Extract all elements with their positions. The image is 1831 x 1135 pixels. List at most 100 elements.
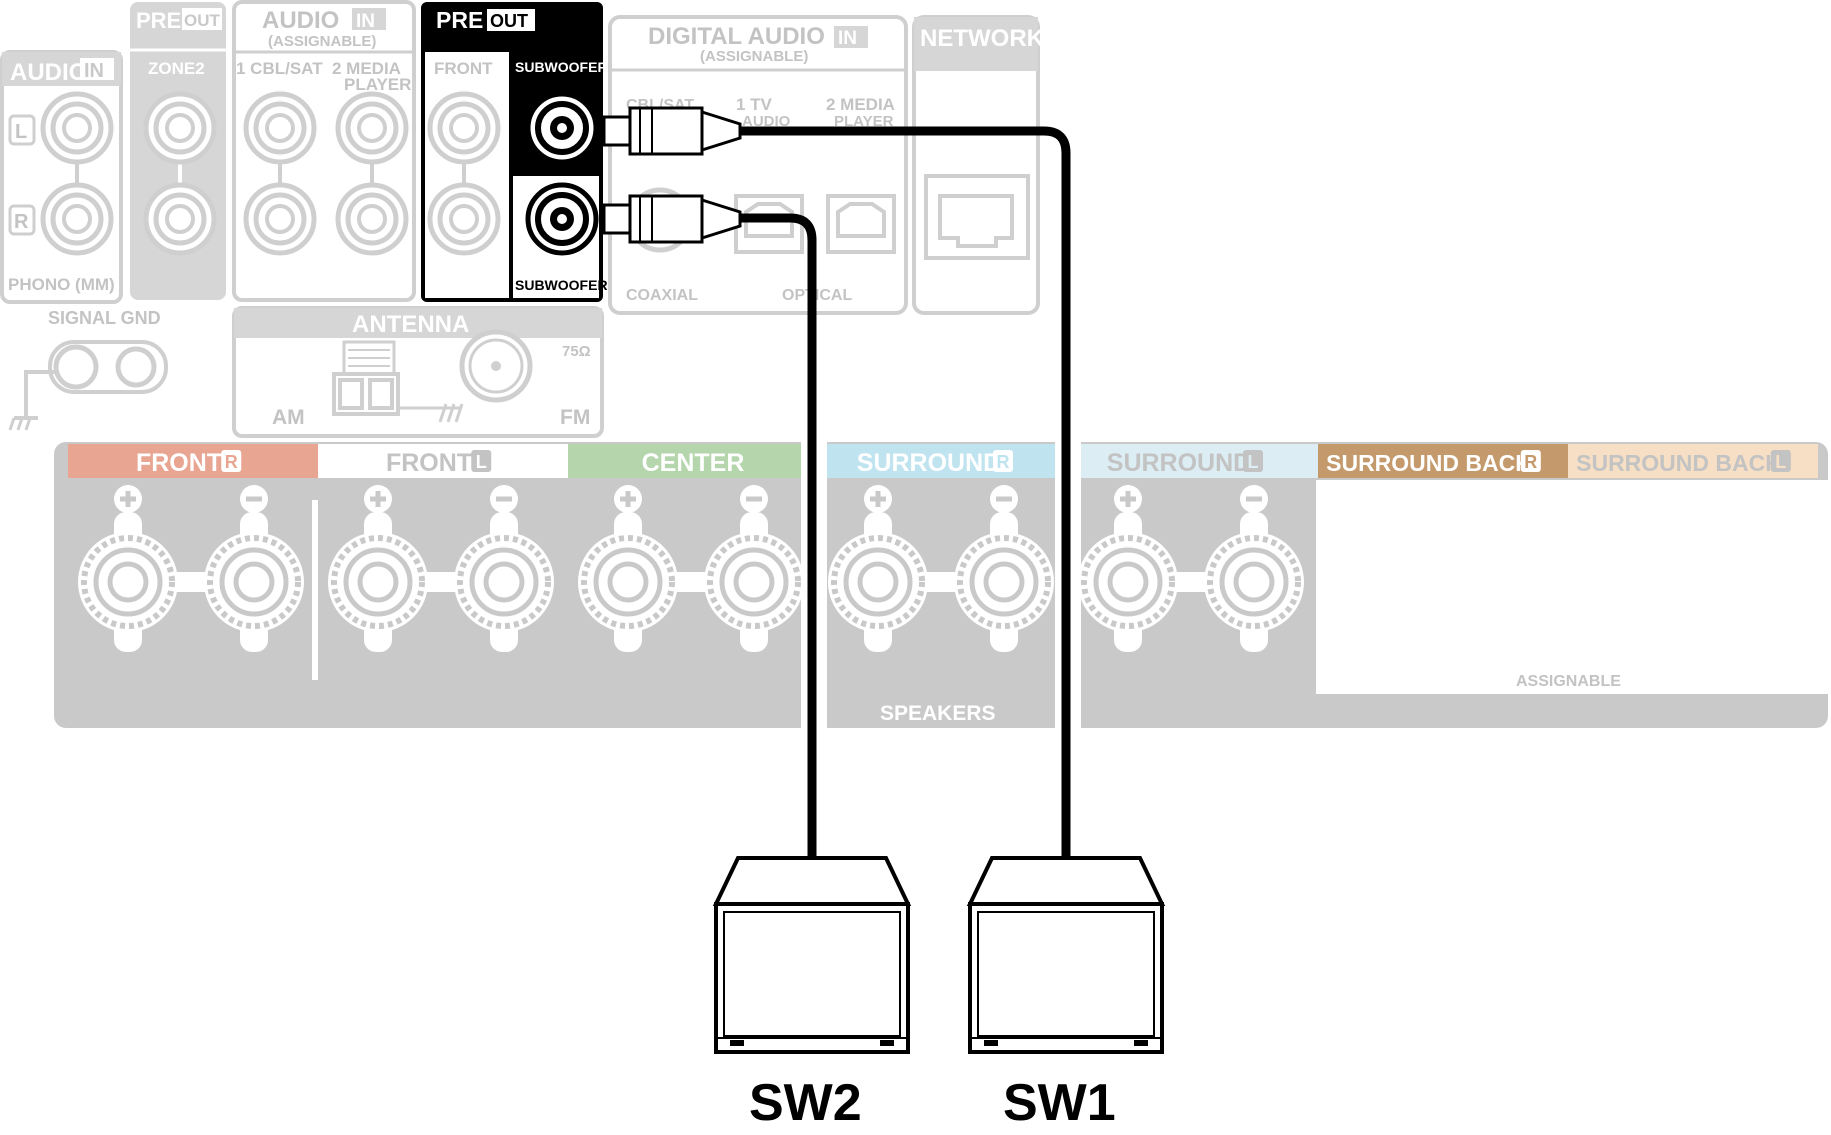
sw1-cable [740, 126, 1071, 860]
phono-l-jack [43, 94, 111, 162]
digital-input-tv-b: AUDIO [742, 113, 791, 130]
speaker-badge-box [993, 450, 1013, 472]
impedance-label: 75Ω [562, 343, 591, 360]
antenna-panel: ANTENNA AM FM 75Ω [232, 306, 604, 438]
subwoofer-2-jack [528, 185, 596, 253]
plus-icon [364, 485, 392, 513]
am-label: AM [272, 406, 305, 429]
rca-plug-1 [602, 106, 742, 156]
audio-assign-subtitle: (ASSIGNABLE) [268, 33, 376, 50]
speaker-channel-label: SURROUND BACK [1326, 450, 1532, 476]
speaker-channel-badge: R [225, 452, 238, 472]
audio-assign-title: AUDIO [262, 7, 339, 34]
subwoofer-2-label: SUBWOOFER 2 [515, 277, 619, 293]
speaker-channel-header [818, 444, 1068, 478]
speaker-channel-label: SURROUND BACK [1576, 450, 1782, 476]
pre-out-zone2-panel: PRE OUT ZONE2 [130, 2, 226, 300]
network-panel: NETWORK [912, 15, 1045, 315]
speaker-badge-box [1243, 450, 1263, 472]
rca-plug-2 [602, 194, 742, 244]
speaker-channel-badge: R [997, 452, 1010, 472]
subwoofer-1-label: SUBWOOFER 1 [515, 59, 619, 75]
speaker-channel-header [68, 444, 318, 478]
audio-in-title: AUDIO [10, 59, 87, 86]
pre-out-title: PRE [436, 7, 483, 33]
signal-gnd-label: SIGNAL GND [48, 308, 161, 328]
zone2-out-badge: OUT [184, 11, 221, 30]
speaker-channel-badge: L [476, 452, 487, 472]
audio-assign-input-2b: PLAYER [344, 75, 411, 94]
signal-gnd: SIGNAL GND [8, 308, 168, 431]
zone2-r-jack [146, 185, 214, 253]
sw1-label: SW1 [1003, 1074, 1116, 1132]
phono-r-jack [43, 185, 111, 253]
speaker-channel-header [1068, 444, 1318, 478]
optical-tv-port [734, 194, 804, 254]
speaker-channel-label: CENTER [642, 449, 745, 477]
media-player-r-jack [338, 185, 406, 253]
subwoofer-sw2: SW2 [712, 856, 912, 1132]
antenna-title: ANTENNA [352, 311, 469, 338]
plus-icon [864, 485, 892, 513]
sw2-cable [740, 213, 817, 860]
digital-input-tv: 1 TV [736, 95, 773, 114]
speaker-channel-badge: R [1524, 452, 1537, 472]
audio-in-l-label: L [15, 121, 27, 143]
coaxial-label: COAXIAL [626, 287, 698, 304]
audio-assign-input-1: 1 CBL/SAT [236, 59, 323, 78]
digital-input-media: 2 MEDIA [826, 95, 895, 114]
speaker-channel-header [568, 444, 818, 478]
am-terminal [332, 340, 464, 423]
optical-label: OPTICAL [782, 287, 852, 304]
audio-in-r-label: R [14, 211, 29, 233]
minus-icon [240, 485, 268, 513]
audio-in-assignable-panel: AUDIO IN (ASSIGNABLE) 1 CBL/SAT 2 MEDIA … [232, 0, 416, 302]
zone2-pre-title: PRE [136, 8, 181, 33]
plus-icon [1114, 485, 1142, 513]
digital-audio-badge: IN [838, 28, 857, 49]
speaker-channel-label: FRONT [136, 449, 222, 477]
pre-out-badge: OUT [490, 11, 528, 31]
plus-icon [614, 485, 642, 513]
speaker-channel-2: CENTER [568, 444, 818, 652]
speaker-badge-box [1770, 450, 1791, 472]
zone2-label: ZONE2 [148, 59, 205, 78]
speaker-channel-label: FRONT [386, 449, 472, 477]
speakers-footer-label: SPEAKERS [880, 702, 996, 725]
plus-icon [114, 485, 142, 513]
pre-out-front-l-jack [430, 94, 498, 162]
zone2-l-jack [146, 94, 214, 162]
minus-icon [990, 485, 1018, 513]
phono-label: PHONO (MM) [8, 275, 115, 294]
speaker-channel-header [318, 444, 568, 478]
digital-audio-title: DIGITAL AUDIO [648, 23, 825, 50]
network-title: NETWORK [920, 25, 1045, 52]
subwoofer-sw1: SW1 [966, 856, 1166, 1132]
audio-in-badge: IN [84, 60, 104, 82]
lan-port [924, 174, 1030, 260]
minus-icon [1240, 485, 1268, 513]
audio-assign-badge: IN [356, 11, 375, 32]
pre-out-front-r-jack [430, 185, 498, 253]
pre-out-front-label: FRONT [434, 59, 493, 78]
pre-out-main-panel: PRE OUT FRONT SUBWOOFER 1 SUBWOOFER 2 [421, 2, 619, 302]
speaker-badge-box [471, 450, 492, 472]
digital-audio-in-panel: DIGITAL AUDIO IN (ASSIGNABLE) CBL/SAT 1 … [608, 15, 908, 315]
assignable-label: ASSIGNABLE [1516, 673, 1621, 690]
speaker-badge-box [221, 450, 242, 472]
sw2-label: SW2 [749, 1074, 862, 1132]
speaker-channel-label: SURROUND [857, 449, 1001, 477]
audio-assign-input-2: 2 MEDIA [332, 59, 401, 78]
optical-media-port [826, 194, 896, 254]
minus-icon [740, 485, 768, 513]
minus-icon [490, 485, 518, 513]
fm-terminal [459, 329, 533, 403]
cbl-sat-l-jack [246, 94, 314, 162]
